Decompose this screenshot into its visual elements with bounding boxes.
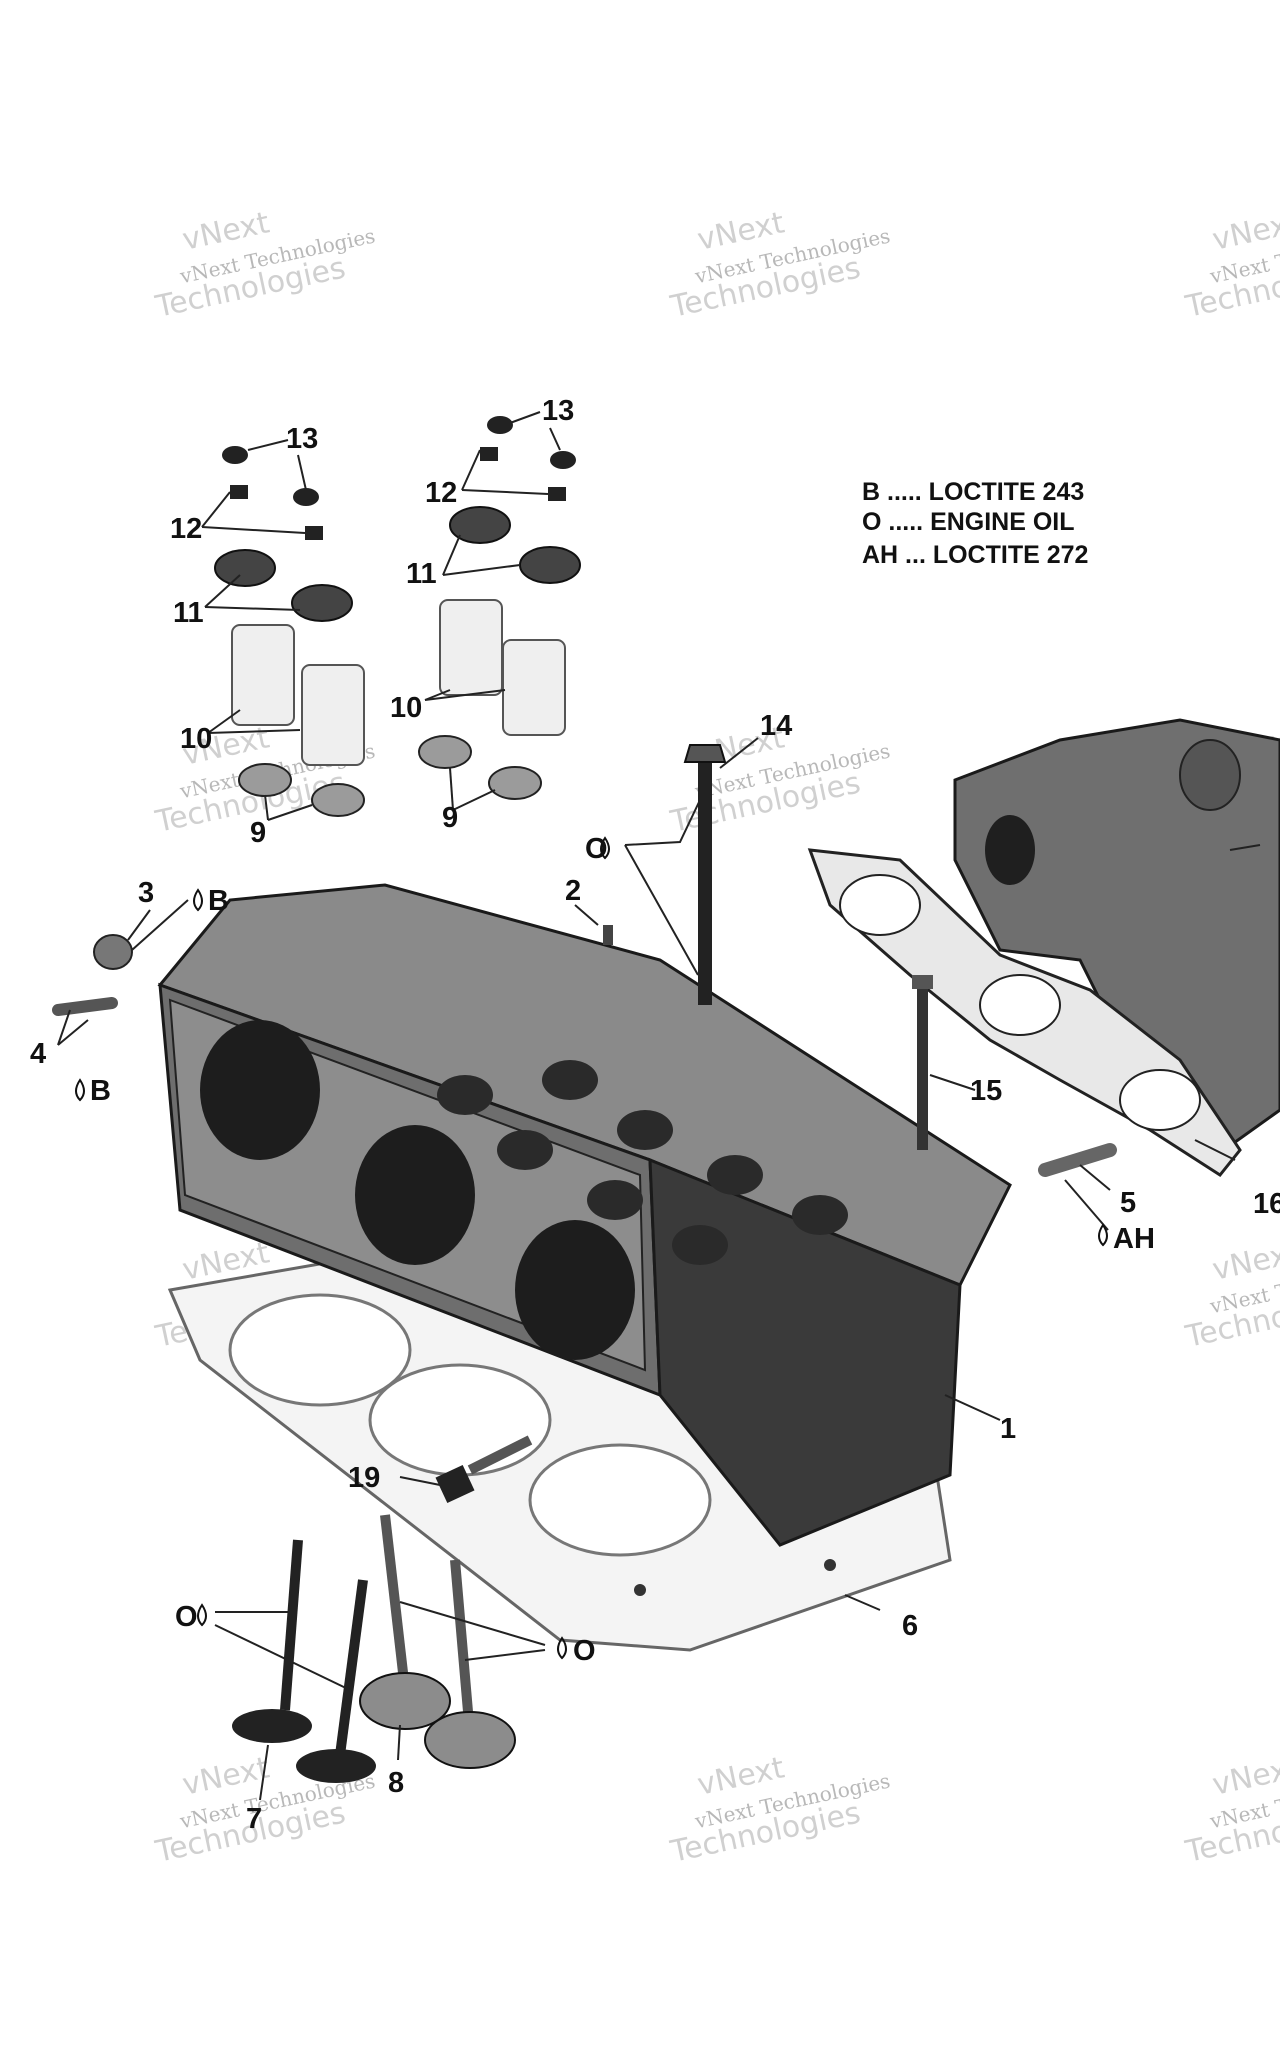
svg-text:vNext: vNext xyxy=(1209,1235,1280,1288)
valve-stack-right xyxy=(418,416,581,800)
stud-5 xyxy=(1038,1143,1117,1177)
bolt-15 xyxy=(912,975,933,1150)
legend-item-b: B ..... LOCTITE 243 xyxy=(862,478,1084,506)
watermark: vNext vNext Technologies Technologies xyxy=(1182,205,1280,325)
legend: B ..... LOCTITE 243 O ..... ENGINE OIL A… xyxy=(862,478,1088,569)
callout-10-right: 10 xyxy=(390,692,422,724)
svg-text:B: B xyxy=(90,1075,111,1107)
callout-5: 5 xyxy=(1120,1187,1136,1219)
compound-symbols: O B B AH O O xyxy=(75,833,1155,1667)
legend-item-o: O ..... ENGINE OIL xyxy=(862,508,1075,536)
watermark: vNext vNext Technologies Technologies xyxy=(1182,1750,1280,1870)
plug-3 xyxy=(93,934,133,970)
symbol-o-valve-8: O xyxy=(557,1635,596,1667)
svg-text:O: O xyxy=(175,1601,198,1633)
legend-item-ah: AH ... LOCTITE 272 xyxy=(862,541,1088,569)
svg-text:B: B xyxy=(208,885,229,917)
dowel-2 xyxy=(603,925,613,945)
callout-10-left: 10 xyxy=(180,723,212,755)
leader-lines xyxy=(57,411,1261,1801)
symbol-b-plug-3: B xyxy=(193,885,229,917)
svg-text:O: O xyxy=(573,1635,596,1667)
callout-12-right: 12 xyxy=(425,477,457,509)
callout-6: 6 xyxy=(902,1610,918,1642)
symbol-o-bolt-14: O xyxy=(585,833,610,865)
callout-8: 8 xyxy=(388,1767,404,1799)
svg-text:AH: AH xyxy=(1113,1223,1155,1255)
callout-12-left: 12 xyxy=(170,513,202,545)
callout-2: 2 xyxy=(565,875,581,907)
callout-14: 14 xyxy=(760,710,792,742)
symbol-ah-stud-5: AH xyxy=(1098,1223,1155,1255)
valve-stack-left xyxy=(214,446,365,817)
callout-3: 3 xyxy=(138,877,154,909)
callout-13-right: 13 xyxy=(542,395,574,427)
callout-4: 4 xyxy=(30,1038,46,1070)
symbol-o-valve-7: O xyxy=(175,1601,207,1633)
watermark: vNext vNext Technologies Technologies xyxy=(152,205,377,325)
callout-labels: 13 12 11 10 9 13 12 11 10 9 14 3 2 4 15 … xyxy=(30,395,1280,1835)
callout-11-left: 11 xyxy=(173,597,204,629)
watermark: vNext vNext Technologies Technologies xyxy=(667,1750,892,1870)
cylinder-head xyxy=(157,883,1012,1547)
valves xyxy=(232,1514,516,1783)
svg-text:O: O xyxy=(585,833,608,865)
exhaust-gasket xyxy=(807,848,1242,1177)
callout-7: 7 xyxy=(246,1803,262,1835)
callout-15: 15 xyxy=(970,1075,1002,1107)
callout-9-right: 9 xyxy=(442,802,458,834)
symbol-b-bolt-4: B xyxy=(75,1075,111,1107)
callout-19: 19 xyxy=(348,1462,380,1494)
callout-11-right: 11 xyxy=(406,558,437,590)
callout-16: 16 xyxy=(1253,1188,1280,1220)
watermark: vNext vNext Technologies Technologies xyxy=(1182,1235,1280,1355)
callout-13-left: 13 xyxy=(286,423,318,455)
bolt-4 xyxy=(52,997,118,1016)
watermark: vNext vNext Technologies Technologies xyxy=(667,205,892,325)
callout-9-left: 9 xyxy=(250,817,266,849)
head-bolt-14 xyxy=(683,744,727,1005)
svg-text:vNext: vNext xyxy=(1209,1750,1280,1803)
svg-text:vNext: vNext xyxy=(1209,205,1280,258)
callout-1: 1 xyxy=(1000,1413,1016,1445)
